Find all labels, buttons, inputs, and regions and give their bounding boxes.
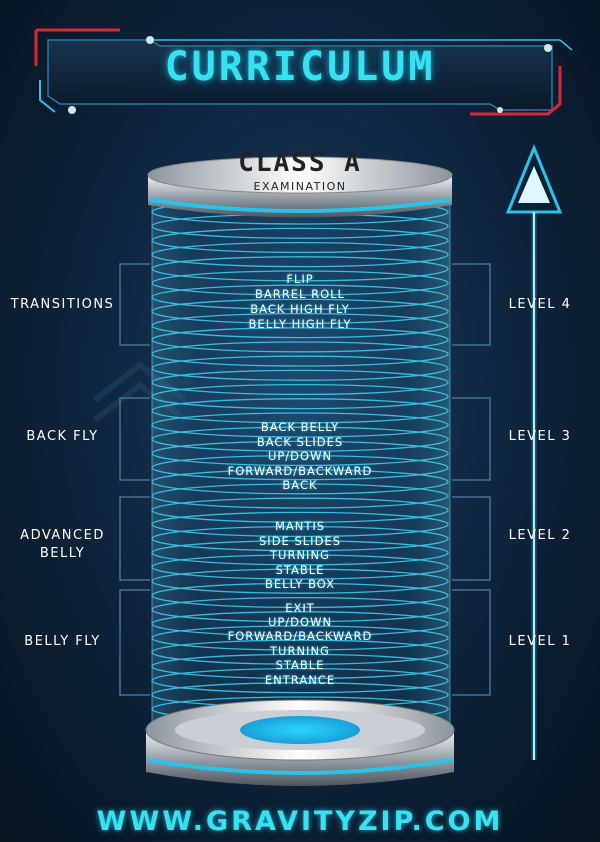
tube-ring [151,227,449,254]
level-3-category: BACK FLY [26,429,99,444]
skill-item: FLIP [286,272,314,286]
level-2-category: ADVANCED BELLY [20,528,105,561]
tube-ring [151,241,449,268]
page-title: CURRICULUM [164,44,436,90]
tube-ring [151,412,449,438]
tube-ring [151,284,449,310]
header-frame [34,28,573,116]
level-4-label: LEVEL 4 [508,297,572,312]
tube-ring [151,511,449,538]
skill-item: BACK BELLY [260,420,340,434]
tube-ring [151,312,449,339]
tube-ring [151,440,449,467]
tube-ring [151,355,449,381]
floor-pad-icon [240,716,360,744]
tube-ring [151,483,449,509]
website-link[interactable]: WWW.GRAVITYZIP.COM [96,806,504,837]
class-title: CLASS A [238,148,362,178]
tube-ring [151,611,449,637]
level-1-label: LEVEL 1 [508,634,572,649]
skill-item: STABLE [275,563,325,577]
tube-ring [151,270,449,296]
level-1-category: BELLY FLY [24,634,101,649]
skill-item: BARREL ROLL [255,287,345,301]
skill-item: MANTIS [274,519,326,533]
class-subtitle: EXAMINATION [253,180,347,193]
top-cap [147,156,453,218]
level-2-label: LEVEL 2 [508,528,572,543]
skill-item: EXIT [285,601,315,615]
skill-item: BACK HIGH FLY [250,302,350,316]
skill-item: TURNING [270,644,330,658]
tube-ring [151,369,449,396]
tube-ring [151,327,449,353]
tube-ring [151,525,449,552]
tube-ring [151,426,449,452]
tube-ring [151,653,449,680]
skill-item: ENTRANCE [264,673,336,687]
left-brackets [119,263,150,696]
tube-ring [151,256,449,282]
tube-ring [151,497,449,523]
level-4-category: TRANSITIONS [10,297,115,312]
tube-ring [151,540,449,566]
skill-item: FORWARD/BACKWARD [227,629,373,643]
tube-ring [151,639,449,665]
tube-ring [151,625,449,651]
skill-item: BACK SLIDES [256,435,344,449]
skill-item: STABLE [275,658,325,672]
tube-ring [151,568,449,594]
tube-ring [151,596,449,623]
tube-ring [151,469,449,495]
level-3-label: LEVEL 3 [508,429,572,444]
tube-ring [151,554,449,580]
skill-item: BELLY BOX [264,577,335,591]
tube-ring [151,398,449,424]
tube-ring [151,667,449,694]
tube-ring [151,298,449,325]
skill-item: BACK [282,478,318,492]
skill-item: FORWARD/BACKWARD [227,464,373,478]
skill-item: SIDE SLIDES [259,534,341,548]
skill-item: UP/DOWN [267,449,333,463]
up-arrow-icon [505,144,563,760]
tube-ring [151,454,449,481]
skill-item: UP/DOWN [267,615,333,629]
bottom-base [145,699,455,786]
tube-ring [151,341,449,367]
right-brackets [452,263,491,696]
tube-ring [151,582,449,609]
skill-item: TURNING [270,548,330,562]
skill-item: BELLY HIGH FLY [248,317,352,331]
tube-ring [151,383,449,410]
